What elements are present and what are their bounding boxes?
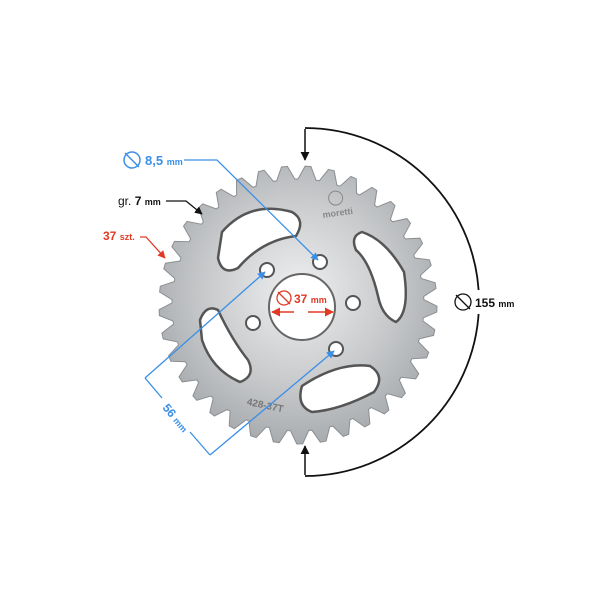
thickness-annotation: gr. 7 mm: [118, 194, 203, 215]
svg-text:155 mm: 155 mm: [475, 296, 514, 310]
bolt-spacing-annotation: 56 mm: [144, 271, 335, 456]
thickness-value: 7: [135, 194, 142, 208]
outer-diameter-value: 155: [475, 296, 495, 310]
center-hole-value: 37: [294, 292, 308, 306]
sprocket: moretti 428-37T: [158, 165, 438, 445]
bolt-hole-value: 8,5: [145, 153, 163, 168]
teeth-value: 37: [103, 229, 117, 243]
slot: [352, 230, 407, 324]
outer-diameter-annotation: 155 mm: [300, 127, 520, 477]
svg-text:8,5 mm: 8,5 mm: [145, 153, 183, 168]
bolt-hole-unit: mm: [167, 157, 183, 167]
bolt-spacing-unit: mm: [171, 416, 189, 435]
svg-text:56 mm: 56 mm: [160, 401, 192, 435]
thickness-prefix: gr.: [118, 194, 131, 208]
teeth-count-annotation: 37 szt.: [103, 229, 166, 259]
slot: [216, 207, 302, 272]
bolt-hole-annotation: 8,5 mm: [123, 151, 319, 261]
center-hole: [268, 273, 336, 341]
slot: [299, 364, 381, 414]
svg-text:37 mm: 37 mm: [294, 292, 327, 306]
slot: [198, 307, 252, 384]
brand-engraving: moretti: [322, 206, 354, 220]
thickness-unit: mm: [145, 197, 161, 207]
diameter-icon: [276, 290, 292, 306]
bolt-holes: [245, 254, 361, 357]
moretti-logo: moretti: [322, 190, 354, 220]
svg-text:37 szt.: 37 szt.: [103, 229, 135, 243]
center-hole-annotation: 37 mm: [271, 290, 334, 317]
svg-text:gr. 7 mm: gr. 7 mm: [118, 194, 161, 208]
lightening-slots: [198, 207, 407, 414]
bolt-hole: [245, 315, 261, 331]
diameter-icon: [123, 151, 141, 169]
diameter-icon: [454, 293, 472, 311]
center-hole-unit: mm: [311, 295, 327, 305]
outer-diameter-unit: mm: [498, 299, 514, 309]
bolt-hole: [345, 295, 361, 311]
teeth-unit: szt.: [120, 232, 135, 242]
